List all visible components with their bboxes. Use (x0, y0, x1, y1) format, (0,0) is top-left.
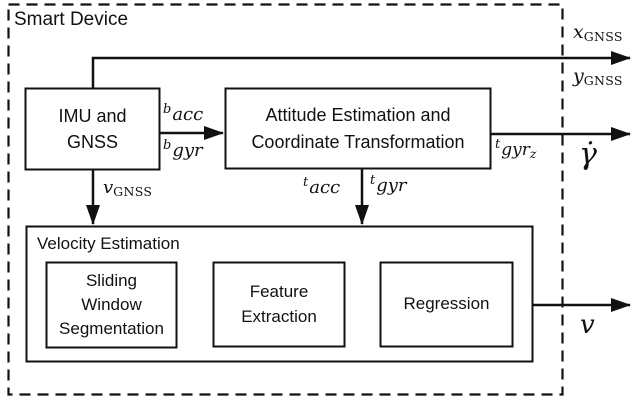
sliding-window-label-line1: Sliding (85, 270, 138, 290)
signal-v-out: v (580, 312, 595, 338)
v-out-base: v (580, 310, 595, 340)
smart-device-boundary (7, 3, 564, 396)
x-gnss-sub: GNSS (583, 29, 623, 44)
smart-device-title: Smart Device (14, 9, 129, 30)
signal-t-acc: tacc (303, 176, 341, 198)
signal-b-gyr: bgyr (163, 139, 203, 161)
signal-t-gyr: tgyr (370, 174, 407, 196)
attitude-label-line1: Attitude Estimation and (265, 105, 451, 126)
wire-gnss-position-output (91, 51, 631, 89)
v-gnss-sub: GNSS (113, 184, 153, 199)
b-acc-base: acc (172, 104, 204, 125)
t-acc-presup: t (303, 175, 309, 190)
feature-extraction-label-line2: Extraction (241, 306, 317, 326)
regression-box (379, 261, 514, 348)
imu-gnss-box (24, 87, 161, 171)
feature-extraction-label: Feature Extraction (214, 263, 344, 346)
sliding-window-box (45, 261, 178, 349)
v-gnss-base: v (103, 177, 114, 198)
feature-extraction-box (212, 261, 346, 348)
sliding-window-label-line3: Segmentation (59, 319, 164, 339)
gamma-dot-base: γ̇ (579, 137, 597, 172)
sliding-window-label: Sliding Window Segmentation (47, 263, 176, 347)
regression-label-text: Regression (403, 294, 490, 314)
regression-label: Regression (381, 263, 512, 346)
t-gyr-base: gyr (376, 175, 407, 196)
t-gyr-z-sub: z (529, 146, 537, 161)
sliding-window-label-line2: Window (81, 294, 142, 314)
attitude-box (224, 87, 492, 170)
signal-y-gnss: yGNSS (573, 65, 623, 88)
y-gnss-sub: GNSS (583, 73, 623, 88)
t-gyr-z-presup: t (495, 137, 501, 152)
y-gnss-base: y (573, 65, 584, 87)
signal-x-gnss: xGNSS (573, 21, 623, 44)
imu-gnss-label-line2: GNSS (66, 132, 118, 152)
b-gyr-presup: b (163, 138, 172, 153)
x-gnss-base: x (573, 21, 584, 43)
signal-v-gnss: vGNSS (103, 177, 153, 199)
signal-t-gyr-z: tgyrz (495, 138, 537, 161)
attitude-label-line2: Coordinate Transformation (251, 131, 465, 152)
t-gyr-z-base: gyr (501, 140, 530, 160)
b-gyr-base: gyr (172, 140, 203, 161)
b-acc-presup: b (163, 102, 172, 117)
signal-b-acc: bacc (163, 103, 204, 125)
feature-extraction-label-line1: Feature (249, 282, 309, 302)
signal-gamma-dot: γ̇ (579, 140, 597, 170)
imu-gnss-label-line1: IMU and (58, 105, 127, 126)
imu-gnss-label: IMU and GNSS (26, 89, 159, 169)
t-acc-base: acc (309, 177, 341, 198)
velocity-estimation-title: Velocity Estimation (37, 234, 180, 253)
attitude-label: Attitude Estimation and Coordinate Trans… (226, 89, 490, 168)
t-gyr-presup: t (370, 173, 376, 188)
